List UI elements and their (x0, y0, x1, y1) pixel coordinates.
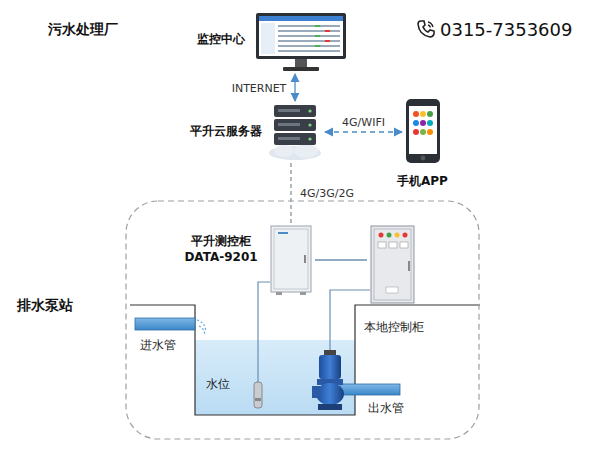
telephone-icon (416, 19, 436, 39)
pump-station-region: 排水泵站平升测控柜 DATA-9201本地控制柜 (125, 200, 480, 440)
monitor-node: 监控中心 (255, 12, 347, 72)
local-cabinet-node: 本地控制柜 (370, 225, 415, 305)
local-cabinet-icon (370, 225, 415, 305)
phone-app-node: 手机APP (405, 98, 441, 164)
edge-label: 4G/3G/2G (298, 187, 356, 200)
phone-icon (405, 98, 441, 164)
server-icon (268, 103, 322, 161)
node-label: 监控中心 (197, 31, 245, 48)
control-cabinet-node: 平升测控柜 DATA-9201 (270, 225, 312, 295)
node-label: 本地控制柜 (364, 319, 424, 336)
edge-label: INTERNET (230, 81, 289, 94)
node-label: 平升测控柜 DATA-9201 (178, 233, 264, 265)
part-label: 水位 (206, 376, 230, 393)
connector (325, 131, 402, 132)
monitor-icon (255, 12, 347, 72)
cloud-server-node: 平升云服务器 (268, 103, 322, 161)
part-label: 出水管 (368, 400, 404, 417)
phone-number: 0315-7353609 (440, 19, 572, 40)
diagram-title: 污水处理厂 (48, 21, 118, 39)
node-label: 平升云服务器 (190, 123, 262, 140)
part-label: 进水管 (140, 337, 176, 354)
connector (290, 163, 291, 223)
connector (294, 74, 295, 101)
cabinet-icon (270, 225, 312, 295)
node-label: 排水泵站 (17, 297, 73, 315)
node-label: 手机APP (397, 173, 448, 190)
edge-label: 4G/WIFI (340, 116, 387, 129)
connector (315, 259, 367, 260)
